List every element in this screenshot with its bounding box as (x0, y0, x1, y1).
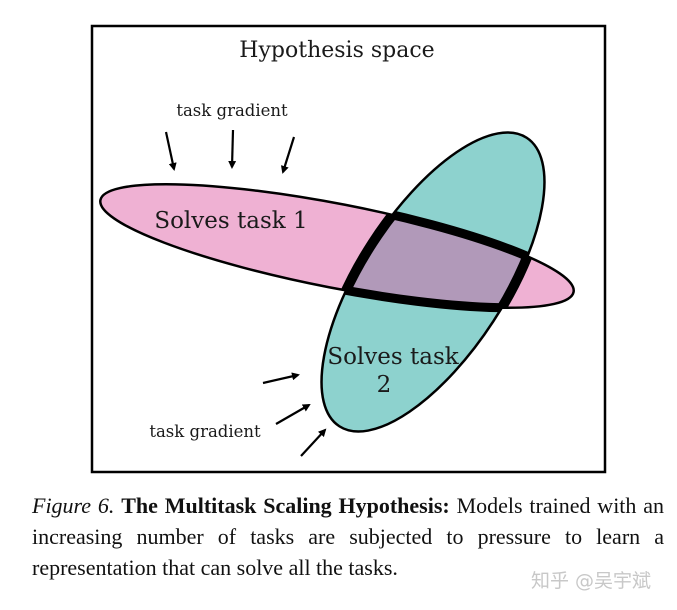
top-gradient-label: task gradient (176, 101, 288, 120)
bottom-gradient-arrows (262, 372, 327, 457)
hypothesis-space-frame (90, 24, 607, 474)
arrow-icon (262, 372, 300, 385)
arrow-icon (275, 404, 311, 425)
multitask-hypothesis-diagram: Hypothesis space task gradient Solves ta… (90, 24, 607, 474)
task2-label-line2: 2 (377, 372, 392, 398)
figure-label: Figure 6. (32, 493, 115, 518)
task1-label: Solves task 1 (154, 208, 307, 234)
arrow-icon (280, 136, 296, 174)
arrow-icon (300, 428, 327, 457)
arrow-icon (228, 129, 237, 169)
figure-caption: Figure 6. The Multitask Scaling Hypothes… (32, 490, 664, 583)
figure-title: The Multitask Scaling Hypothesis: (121, 493, 450, 518)
task2-label-line1: Solves task (327, 344, 459, 370)
arrow-icon (164, 131, 177, 171)
frame-title: Hypothesis space (239, 38, 434, 63)
figure-caption-body: Models trained with an increasing number… (32, 493, 665, 580)
watermark: 知乎 @吴宇斌 (531, 570, 652, 592)
top-gradient-arrows (164, 129, 296, 174)
bottom-gradient-label: task gradient (149, 422, 261, 441)
